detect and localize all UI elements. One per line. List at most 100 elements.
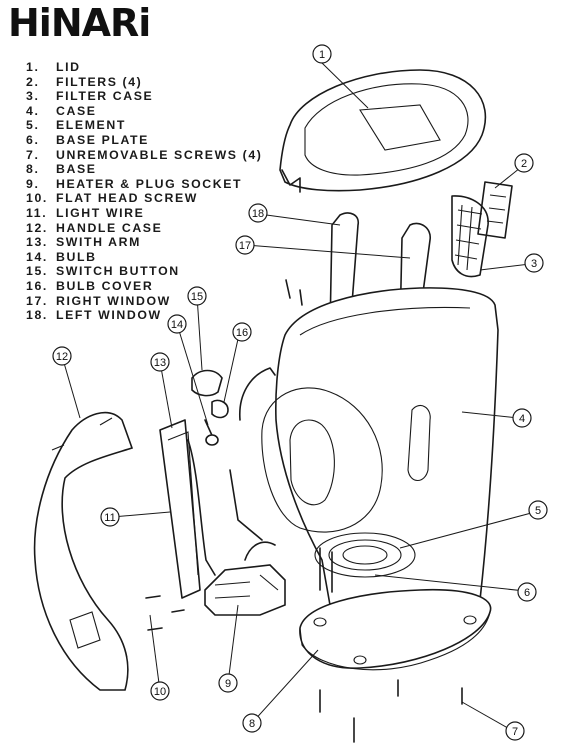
legend-label: SWITCH BUTTON [56, 264, 180, 279]
callout-10-label: 10 [154, 686, 166, 698]
legend-label: HANDLE CASE [56, 220, 163, 235]
callout-5: 5 [528, 500, 548, 520]
callout-12: 12 [52, 346, 72, 366]
callout-18: 18 [248, 203, 268, 223]
filter-case-part [451, 195, 489, 278]
element-part [314, 532, 416, 593]
legend-label: LID [56, 60, 81, 74]
legend-number: 5. [26, 118, 40, 133]
callout-3-label: 3 [531, 258, 537, 270]
legend-item: 9. HEATER & PLUG SOCKET [26, 177, 262, 192]
legend-item: 13.SWITH ARM [26, 235, 262, 250]
legend-item: 2. FILTERS (4) [26, 75, 262, 90]
callout-14-label: 14 [171, 319, 183, 331]
callout-13: 13 [150, 352, 170, 372]
legend-item: 3. FILTER CASE [26, 89, 262, 104]
legend-item: 6. BASE PLATE [26, 133, 262, 148]
legend-label: ELEMENT [56, 118, 126, 133]
legend-number: 14. [26, 249, 48, 264]
callout-15-label: 15 [191, 291, 203, 303]
callout-8-label: 8 [249, 718, 255, 730]
legend-number: 18. [26, 308, 48, 323]
callout-17: 17 [235, 235, 255, 255]
legend-label: BULB [56, 249, 97, 264]
legend-number: 8. [26, 162, 40, 177]
callout-1: 1 [312, 44, 332, 64]
callout-9-label: 9 [225, 678, 231, 690]
legend-number: 4. [26, 103, 40, 118]
callout-7-label: 7 [512, 726, 518, 738]
callout-1-label: 1 [319, 49, 325, 61]
callout-17-label: 17 [239, 240, 251, 252]
callout-7: 7 [505, 721, 525, 741]
legend-number: 16. [26, 278, 48, 293]
callout-13-label: 13 [154, 357, 166, 369]
callout-4-label: 4 [519, 413, 525, 425]
legend-item: 15. SWITCH BUTTON [26, 264, 262, 279]
callout-16: 16 [232, 322, 252, 342]
base-part [299, 588, 492, 671]
heater-plug-socket-part [204, 541, 286, 616]
filters-part [477, 181, 513, 239]
handle-case-part [33, 411, 134, 691]
callout-6-label: 6 [524, 587, 530, 599]
callout-12-label: 12 [56, 351, 68, 363]
callout-9: 9 [218, 673, 238, 693]
callout-8: 8 [242, 713, 262, 733]
legend-item: 1. LID [26, 60, 262, 75]
legend-item: 12. HANDLE CASE [26, 221, 262, 236]
callout-11: 11 [100, 507, 120, 527]
legend-label: SWITH ARM [56, 235, 141, 250]
parts-legend: 1. LID 2. FILTERS (4) 3. FILTER CASE 4. CASE… [26, 60, 262, 323]
legend-label: LEFT WINDOW [56, 308, 162, 323]
legend-item: 7. UNREMOVABLE SCREWS (4) [26, 148, 262, 163]
callout-2-label: 2 [521, 158, 527, 170]
callout-4: 4 [512, 408, 532, 428]
legend-item: 16. BULB COVER [26, 279, 262, 294]
legend-item: 18. LEFT WINDOW [26, 308, 262, 323]
legend-number: 2. [26, 74, 40, 89]
legend-number: 12. [26, 220, 48, 235]
legend-label: UNREMOVABLE SCREWS (4) [56, 147, 263, 162]
legend-number: 3. [26, 89, 40, 104]
legend-label: HEATER & PLUG SOCKET [56, 176, 243, 191]
callout-2: 2 [514, 153, 534, 173]
legend-number: 7. [26, 147, 40, 162]
callout-10: 10 [150, 681, 170, 701]
callout-15: 15 [187, 286, 207, 306]
legend-number: 10. [26, 191, 48, 206]
legend-label: FLAT HEAD SCREW [56, 191, 198, 206]
legend-item: 17. RIGHT WINDOW [26, 294, 262, 309]
legend-number: 11. [26, 205, 48, 220]
callout-lines [61, 62, 536, 732]
callout-5-label: 5 [535, 505, 541, 517]
lid-part [279, 69, 487, 193]
legend-label: BULB COVER [56, 278, 154, 293]
legend-label: BASE [56, 162, 97, 177]
legend-label: RIGHT WINDOW [56, 293, 171, 308]
callout-11-label: 11 [104, 512, 115, 524]
legend-number: 15. [26, 264, 48, 279]
legend-number: 6. [26, 132, 40, 147]
legend-number: 1. [26, 60, 40, 74]
legend-item: 10. FLAT HEAD SCREW [26, 191, 262, 206]
legend-item: 8. BASE [26, 162, 262, 177]
legend-item: 5. ELEMENT [26, 118, 262, 133]
callout-6: 6 [517, 582, 537, 602]
legend-number: 9. [26, 176, 40, 191]
legend-label: LIGHT WIRE [56, 205, 145, 220]
legend-item: 14. BULB [26, 250, 262, 265]
legend-label: BASE PLATE [56, 132, 149, 147]
switch-assembly-part [159, 369, 229, 599]
case-part [229, 287, 499, 612]
legend-label: FILTER CASE [56, 89, 154, 104]
callout-14: 14 [167, 314, 187, 334]
legend-item: 4. CASE [26, 104, 262, 119]
legend-label: FILTERS (4) [56, 74, 143, 89]
brand-logo: HiNARi [8, 1, 151, 45]
legend-label: CASE [56, 103, 97, 118]
callout-3: 3 [524, 253, 544, 273]
screws-part [145, 279, 463, 743]
legend-number: 17. [26, 293, 48, 308]
